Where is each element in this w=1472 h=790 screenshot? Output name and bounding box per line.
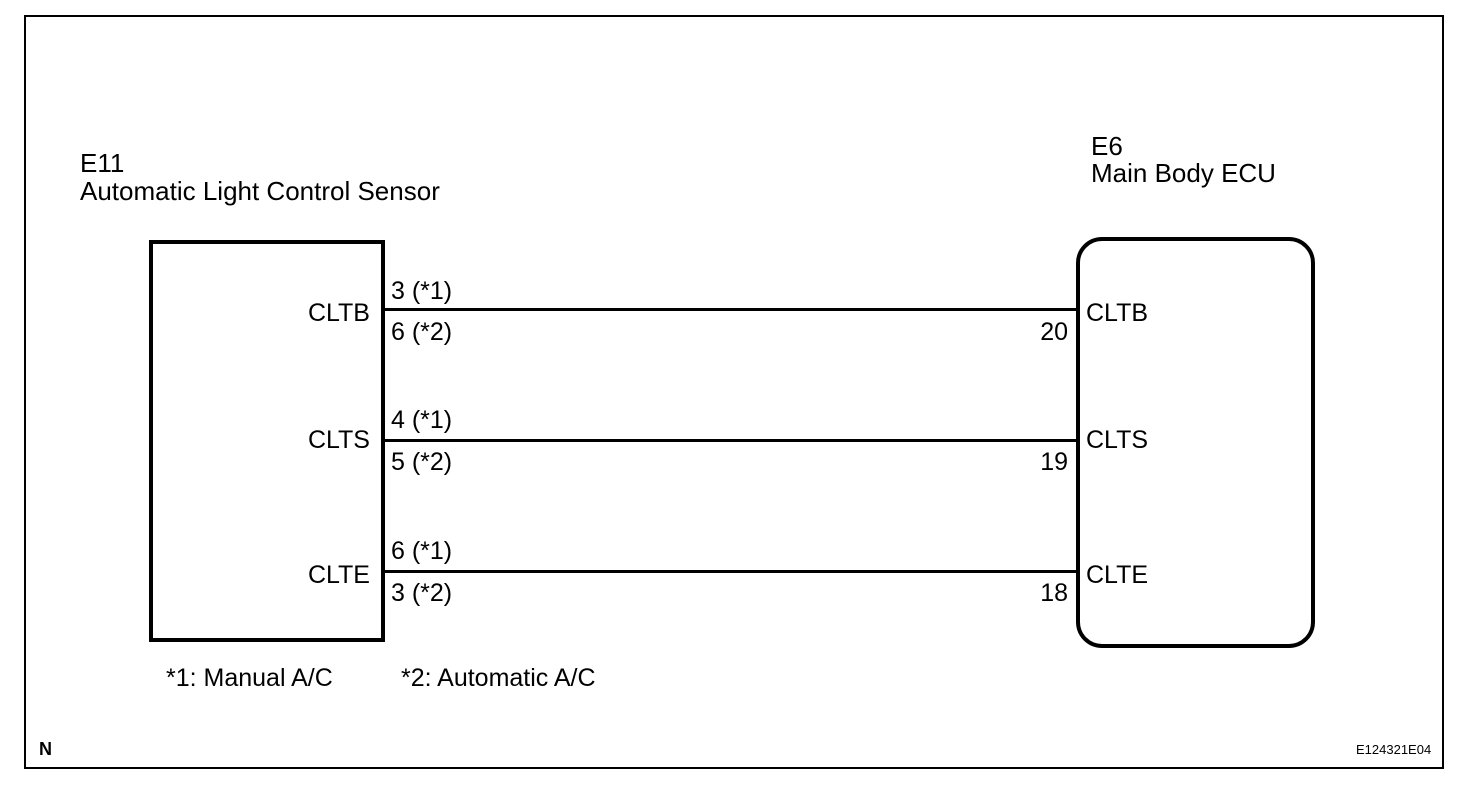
right-terminal-label: CLTE [1086, 561, 1149, 589]
note-manual-ac: *1: Manual A/C [166, 664, 333, 692]
left-component-code: E11 [80, 148, 125, 178]
wire-clts [383, 439, 1078, 442]
right-terminal-label: CLTS [1086, 426, 1149, 454]
wire-clte [383, 570, 1078, 573]
pin-label-manual: 3 (*1) [391, 277, 453, 305]
corner-label: N [39, 739, 52, 759]
right-pin-number: 18 [1040, 579, 1068, 607]
ecu-box [1076, 237, 1315, 648]
left-terminal-label: CLTB [307, 299, 370, 327]
right-terminal-label: CLTB [1086, 299, 1149, 327]
pin-label-automatic: 5 (*2) [391, 448, 453, 476]
pin-label-manual: 4 (*1) [391, 406, 453, 434]
left-terminal-label: CLTS [307, 426, 370, 454]
pin-label-automatic: 3 (*2) [391, 579, 453, 607]
figure-id: E124321E04 [1356, 742, 1432, 757]
pin-label-automatic: 6 (*2) [391, 318, 453, 346]
left-terminal-label: CLTE [307, 561, 370, 589]
diagram-frame [24, 15, 1444, 769]
right-component-name: Main Body ECU [1091, 158, 1276, 188]
note-automatic-ac: *2: Automatic A/C [401, 664, 596, 692]
right-component-code: E6 [1091, 131, 1123, 161]
right-pin-number: 20 [1040, 318, 1068, 346]
wire-cltb [383, 308, 1078, 311]
pin-label-manual: 6 (*1) [391, 537, 453, 565]
left-component-name: Automatic Light Control Sensor [80, 176, 440, 206]
right-pin-number: 19 [1040, 448, 1068, 476]
